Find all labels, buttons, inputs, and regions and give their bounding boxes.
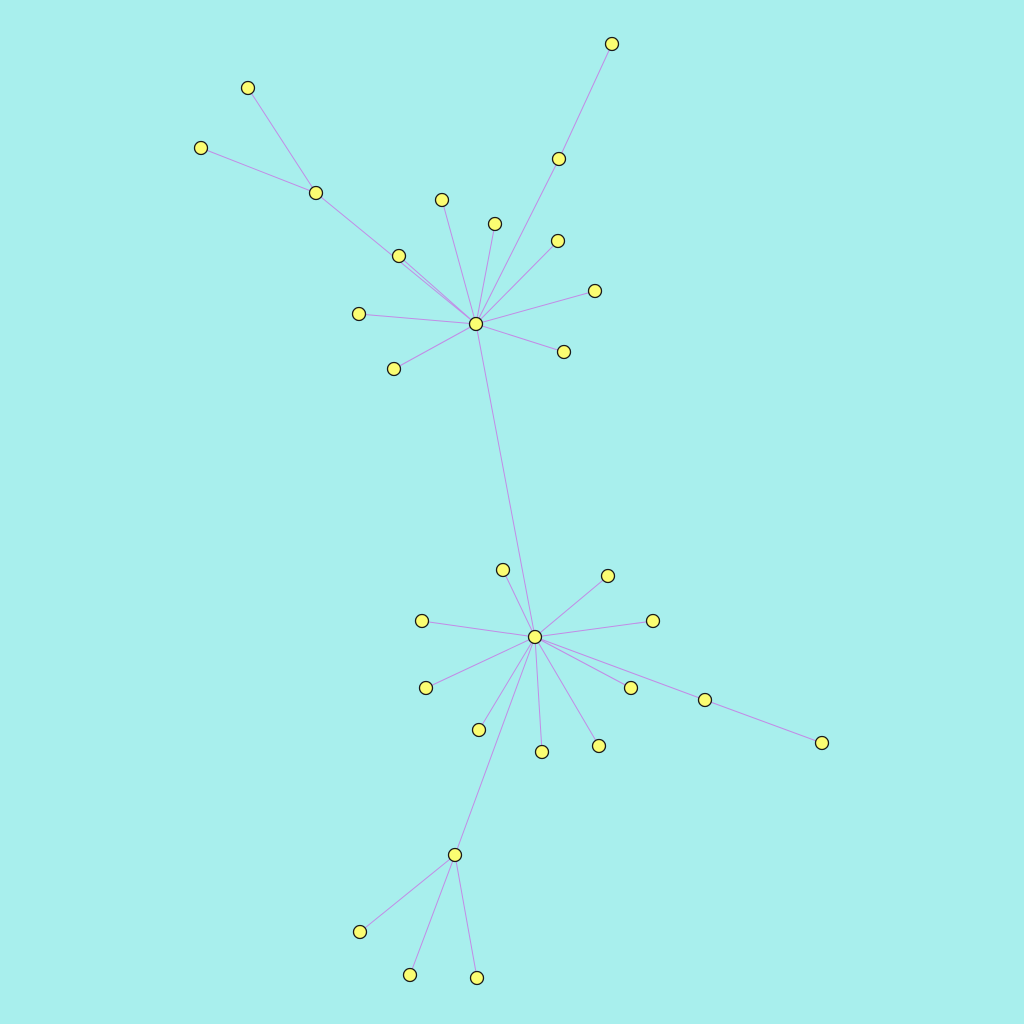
edge-hub_mid-m10	[534, 636, 706, 701]
node-m10[interactable]	[697, 692, 713, 708]
node-m4[interactable]	[414, 613, 430, 629]
edge-hub_mid-m3	[534, 620, 654, 638]
node-t5[interactable]	[550, 233, 566, 249]
node-m6[interactable]	[471, 722, 487, 738]
node-hub_low[interactable]	[447, 847, 463, 863]
edge-hub_mid-m7	[534, 636, 543, 753]
node-b3[interactable]	[469, 970, 485, 986]
node-t13[interactable]	[604, 36, 620, 52]
node-t8[interactable]	[391, 248, 407, 264]
edge-t12-t13	[558, 43, 613, 160]
edge-hub_top-t12	[475, 158, 560, 325]
edge-hub_top-t4	[475, 290, 596, 325]
node-hub_mid[interactable]	[527, 629, 543, 645]
edge-hub_mid-m6	[478, 636, 536, 731]
node-t7[interactable]	[434, 192, 450, 208]
node-t4[interactable]	[587, 283, 603, 299]
edge-t9-t11	[247, 87, 317, 194]
node-t10[interactable]	[193, 140, 209, 156]
edge-hub_top-t7	[441, 199, 477, 325]
edge-hub_mid-m9	[534, 636, 632, 689]
edge-layer	[200, 43, 823, 979]
node-hub_top[interactable]	[468, 316, 484, 332]
node-m7[interactable]	[534, 744, 550, 760]
node-t11[interactable]	[240, 80, 256, 96]
node-m2[interactable]	[600, 568, 616, 584]
edge-hub_top-t5	[475, 240, 559, 325]
node-m8[interactable]	[591, 738, 607, 754]
edge-hub_top-t2	[358, 313, 477, 325]
edge-hub_mid-hub_low	[454, 636, 536, 856]
edge-hub_top-t1	[393, 323, 477, 370]
node-b1[interactable]	[352, 924, 368, 940]
node-t6[interactable]	[487, 216, 503, 232]
node-t3[interactable]	[556, 344, 572, 360]
node-m3[interactable]	[645, 613, 661, 629]
node-t2[interactable]	[351, 306, 367, 322]
node-m11[interactable]	[814, 735, 830, 751]
node-m1[interactable]	[495, 562, 511, 578]
node-b2[interactable]	[402, 967, 418, 983]
edge-m10-m11	[704, 699, 823, 744]
node-t1[interactable]	[386, 361, 402, 377]
edge-hub_low-b1	[359, 854, 456, 933]
node-m9[interactable]	[623, 680, 639, 696]
edge-hub_mid-m8	[534, 636, 600, 747]
edge-hub_mid-m2	[534, 575, 609, 638]
node-m5[interactable]	[418, 680, 434, 696]
edge-t9-t10	[200, 147, 317, 194]
edge-hub_top-t3	[475, 323, 565, 353]
node-t9[interactable]	[308, 185, 324, 201]
edge-hub_mid-m5	[425, 636, 536, 689]
edge-hub_top-t8	[398, 255, 477, 325]
node-t12[interactable]	[551, 151, 567, 167]
edge-hub_top-t6	[475, 223, 496, 325]
edge-hub_mid-m4	[421, 620, 536, 638]
edge-hub_mid-m1	[502, 569, 536, 638]
edge-hub_low-b3	[454, 854, 478, 979]
node-layer	[193, 36, 830, 986]
edge-hub_low-b2	[409, 854, 456, 976]
edge-hub_top-hub_mid	[475, 323, 536, 638]
